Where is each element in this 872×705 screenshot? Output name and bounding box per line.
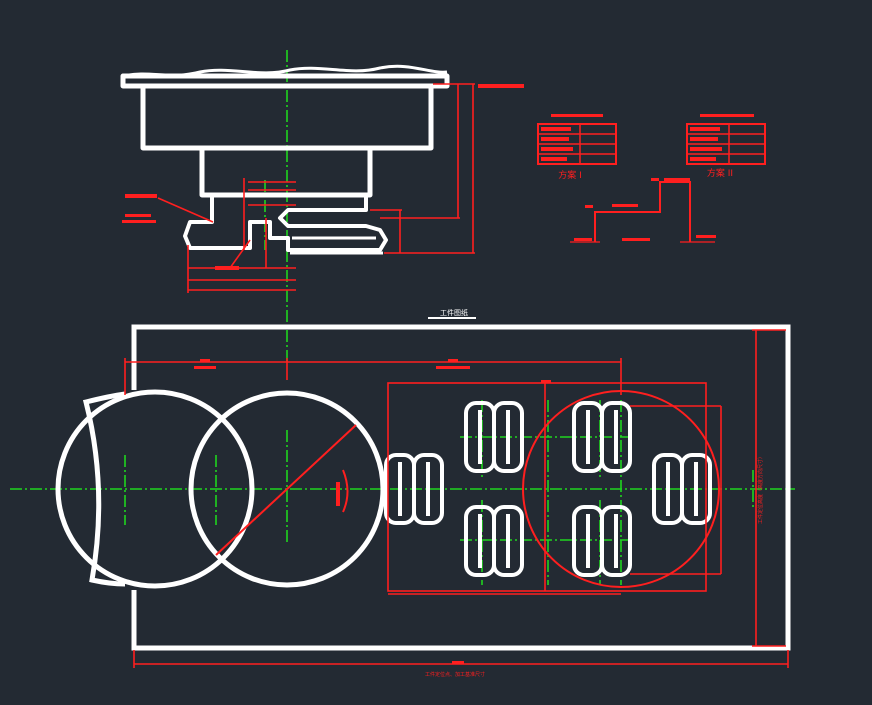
bottom-note: 工件定位点、加工基准尺寸 bbox=[425, 671, 485, 678]
plan-outline bbox=[55, 324, 791, 651]
slot-pair-top-left bbox=[464, 401, 524, 473]
left-arc-cutout bbox=[82, 391, 126, 587]
scheme-2-cell-text-2 bbox=[690, 137, 718, 141]
scheme-2-label: 方案 II bbox=[707, 167, 733, 179]
scheme-1-title-bar bbox=[551, 114, 603, 117]
label-block-top-right bbox=[478, 84, 524, 88]
slot-br-b bbox=[600, 505, 632, 577]
scheme-1-cell-text-3 bbox=[541, 147, 573, 151]
label-block-left-1 bbox=[125, 194, 157, 198]
step-profile-outline bbox=[594, 181, 691, 242]
step-label-6 bbox=[585, 205, 593, 208]
upper-fixture bbox=[120, 64, 450, 255]
step-label-3 bbox=[622, 238, 650, 241]
slot-pairs bbox=[384, 401, 712, 577]
scheme-table-1 bbox=[537, 114, 617, 165]
scheme-2-title-bar bbox=[700, 114, 754, 117]
centerlines bbox=[10, 50, 795, 585]
label-block-left-2 bbox=[125, 214, 151, 217]
scheme-2-cell-text-4 bbox=[690, 157, 716, 161]
dim-leader-lower bbox=[229, 239, 251, 269]
dim-leader-left bbox=[157, 197, 214, 223]
upper-dimensions bbox=[122, 83, 524, 293]
middle-body bbox=[199, 145, 373, 198]
slot-tl-b bbox=[492, 401, 524, 473]
plan-title: 工件图纸 bbox=[440, 308, 468, 317]
slot-pair-right bbox=[652, 453, 712, 525]
big-circle bbox=[188, 390, 386, 588]
scheme-table-2 bbox=[686, 114, 766, 165]
scheme-1-cell-text-4 bbox=[541, 157, 567, 161]
step-label-1 bbox=[612, 204, 638, 207]
radius-label bbox=[336, 482, 340, 506]
radius-arc-mark bbox=[342, 469, 349, 513]
top-dim-label-mid bbox=[436, 366, 470, 369]
box-dim-value bbox=[541, 380, 551, 383]
label-block-left-3 bbox=[122, 220, 156, 223]
scheme-2-cell-text-3 bbox=[690, 147, 722, 151]
slot-pair-bottom-right bbox=[572, 505, 632, 577]
scheme-1-cell-text-2 bbox=[541, 137, 569, 141]
slot-left-b bbox=[412, 453, 444, 525]
radius-leader bbox=[215, 424, 357, 556]
plan-dimensions bbox=[124, 329, 789, 668]
step-label-5 bbox=[696, 235, 716, 238]
bottom-dim-value bbox=[452, 661, 464, 664]
step-label-4 bbox=[574, 238, 592, 241]
top-dim-value-2 bbox=[448, 359, 458, 362]
step-label-7 bbox=[651, 178, 659, 181]
small-circle bbox=[55, 389, 255, 589]
right-note: 工件定位高度（高度方向尺寸） bbox=[757, 454, 764, 524]
step-label-2 bbox=[664, 178, 690, 181]
top-dim-label-left bbox=[194, 366, 216, 369]
plate-outline bbox=[131, 324, 791, 651]
scheme-1-cell-text-1 bbox=[541, 127, 571, 131]
label-block-lower bbox=[215, 266, 239, 270]
scheme-2-cell-text-1 bbox=[690, 127, 720, 131]
slot-area-bounding-box bbox=[387, 382, 707, 592]
slot-pair-left bbox=[384, 453, 444, 525]
slot-tr-b bbox=[600, 401, 632, 473]
slot-bl-b bbox=[492, 505, 524, 577]
slot-pair-top-right bbox=[572, 401, 632, 473]
lower-clamp bbox=[183, 193, 388, 252]
top-dim-value-1 bbox=[200, 359, 210, 362]
slot-pair-bottom-left bbox=[464, 505, 524, 577]
slot-right-b bbox=[680, 453, 712, 525]
scheme-1-label: 方案 I bbox=[558, 169, 582, 181]
step-profile bbox=[570, 178, 716, 243]
